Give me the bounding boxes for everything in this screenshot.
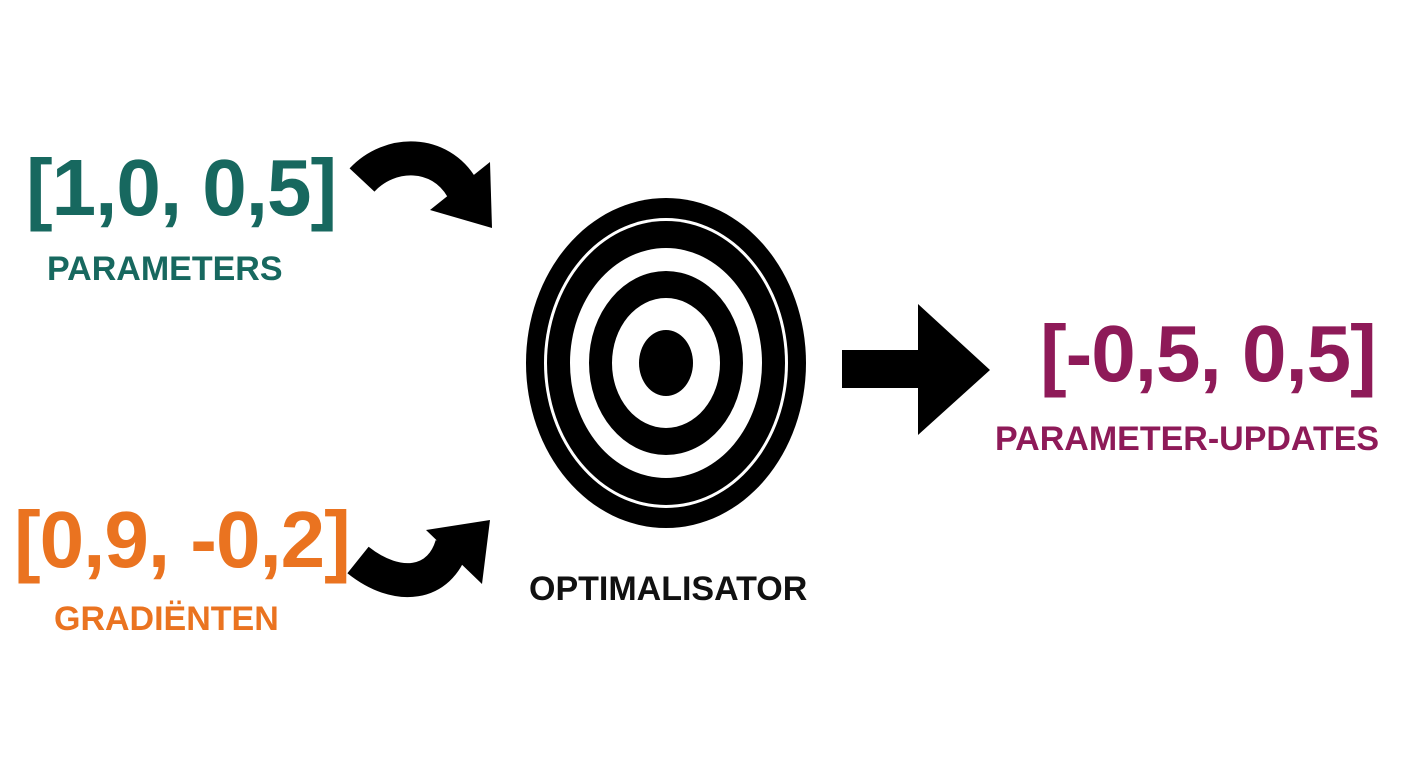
right-arrow-icon xyxy=(842,304,990,435)
target-icon xyxy=(526,198,806,528)
curved-arrow-icon-top xyxy=(349,141,492,228)
parameter-updates-values: [-0,5, 0,5] xyxy=(1040,309,1377,398)
gradients-values: [0,9, -0,2] xyxy=(14,495,351,584)
parameters-label: PARAMETERS xyxy=(47,250,283,288)
gradients-label: GRADIËNTEN xyxy=(54,600,279,638)
curved-arrow-icon-bottom xyxy=(347,520,490,598)
parameter-updates-label: PARAMETER-UPDATES xyxy=(995,420,1380,458)
optimizer-label: OPTIMALISATOR xyxy=(529,570,808,608)
parameters-values: [1,0, 0,5] xyxy=(26,143,337,232)
